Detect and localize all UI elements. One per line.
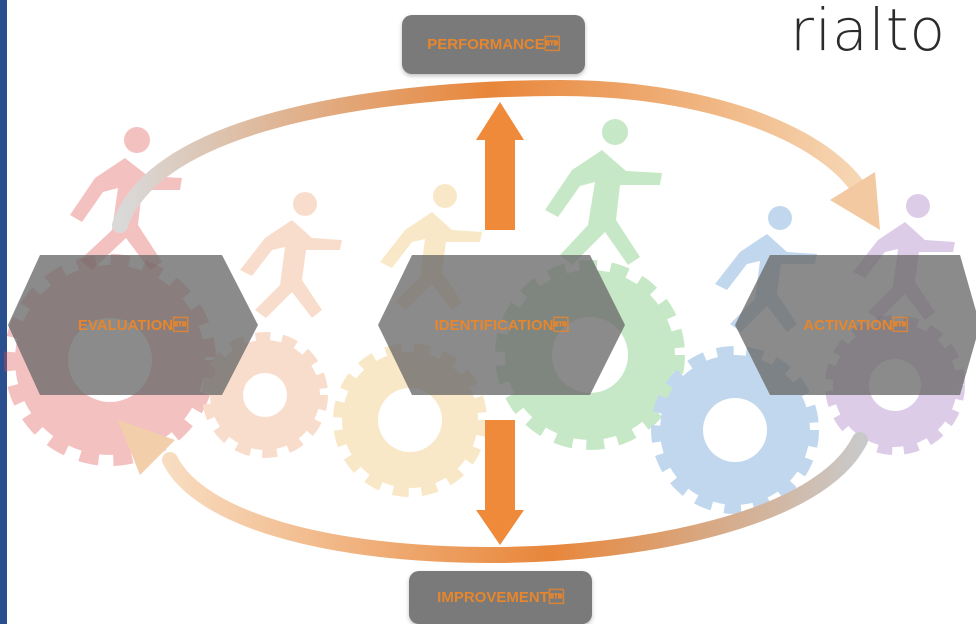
- performance-label: PERFORMANCE: [427, 36, 560, 53]
- gear-icon: [202, 332, 328, 458]
- arrow-up-icon: [476, 102, 524, 230]
- left-accent-bar: [0, 0, 7, 624]
- identification-label: IDENTIFICATION: [434, 316, 569, 334]
- runner-icon: [545, 119, 662, 265]
- activation-hexagon: [735, 255, 976, 395]
- identification-hexagon: [378, 255, 625, 395]
- cycle-arrow-icon: [118, 420, 868, 564]
- evaluation-hexagon: [8, 255, 258, 395]
- improvement-label: IMPROVEMENT: [437, 589, 564, 606]
- activation-stage: ACTIVATION: [735, 305, 976, 345]
- arrow-down-icon: [476, 420, 524, 545]
- performance-box: PERFORMANCE: [402, 15, 585, 74]
- cycle-arrow-icon: [112, 79, 880, 233]
- evaluation-label: EVALUATION: [77, 316, 189, 334]
- runner-icon: [240, 192, 342, 318]
- identification-stage: IDENTIFICATION: [378, 305, 625, 345]
- improvement-box: IMPROVEMENT: [409, 571, 592, 624]
- evaluation-stage: EVALUATION: [8, 305, 258, 345]
- rialto-logo: rialto: [790, 0, 946, 64]
- activation-label: ACTIVATION: [803, 316, 908, 334]
